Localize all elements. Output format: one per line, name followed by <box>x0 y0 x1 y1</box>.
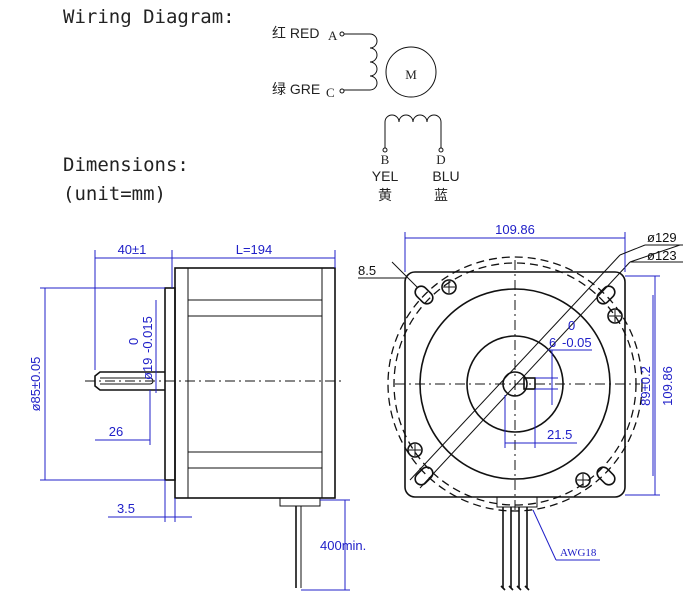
wire-b-color: YEL <box>372 168 399 184</box>
wire-d-cn: 蓝 <box>434 187 448 203</box>
wire-d-color: BLU <box>432 168 459 184</box>
dim-key-height: 21.5 <box>547 427 572 442</box>
dim-shaft-dia: ø19 <box>140 358 155 380</box>
dim-body-length: L=194 <box>236 242 273 257</box>
dim-shaft-length: 40±1 <box>118 242 147 257</box>
dim-lead-length: 400min. <box>320 538 366 553</box>
shaft-tol-upper: 0 <box>126 338 141 345</box>
wiring-diagram: 红 RED A 绿 GRE C M B YEL 黄 D BLU 蓝 <box>272 25 460 203</box>
dim-width-top: 109.86 <box>495 222 535 237</box>
wiring-diagram-heading: Wiring Diagram: <box>63 6 235 28</box>
dim-height-right: 109.86 <box>660 366 675 406</box>
shaft-tol-lower: -0.015 <box>140 316 155 353</box>
wire-a-label: 红 RED <box>272 25 319 41</box>
screws <box>407 279 623 488</box>
dim-circle-outer: ø129 <box>647 230 677 245</box>
pin-a: A <box>328 28 338 43</box>
front-view: 109.86 109.86 89±0.2 ø129 ø123 8.5 6 0 -… <box>358 222 683 591</box>
key-tol-upper: 0 <box>568 318 575 333</box>
wire-gauge-label: AWG18 <box>560 547 597 559</box>
motor-symbol <box>385 46 437 98</box>
dim-bolt-spacing: 89±0.2 <box>638 366 653 406</box>
motor-label: M <box>405 67 417 82</box>
coil-bd <box>384 114 442 148</box>
wire-c-label: 绿 GRE <box>272 81 320 97</box>
unit-label: (unit=mm) <box>63 183 166 205</box>
pin-d: D <box>436 152 445 167</box>
key-tol-lower: -0.05 <box>562 335 592 350</box>
dim-flat-length: 26 <box>109 424 123 439</box>
dim-pilot-dia: ø85±0.05 <box>28 357 43 412</box>
mount-holes <box>414 285 616 486</box>
pin-b: B <box>381 152 390 167</box>
side-view: 40±1 L=194 ø85±0.05 ø19 0 -0.015 26 3.5 … <box>28 242 366 591</box>
dim-flange-thickness: 3.5 <box>117 501 135 516</box>
dim-circle-inner: ø123 <box>647 248 677 263</box>
dimensions-heading: Dimensions: <box>63 154 189 176</box>
dim-corner: 8.5 <box>358 263 376 278</box>
pin-c: C <box>326 85 335 100</box>
coil-ac <box>344 33 378 91</box>
dim-key-width: 6 <box>549 335 556 350</box>
wire-b-cn: 黄 <box>378 187 392 203</box>
